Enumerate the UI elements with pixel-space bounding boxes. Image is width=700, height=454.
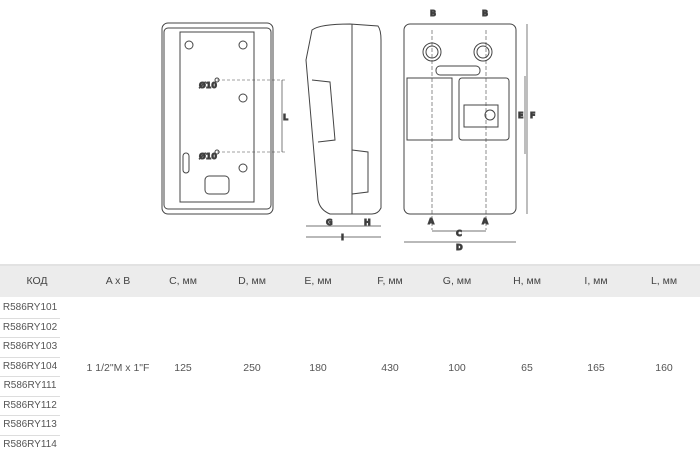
value-f: 430 (381, 362, 399, 374)
dimensions-table: КОД A x B C, мм D, мм E, мм F, мм G, мм … (0, 264, 700, 297)
value-axb: 1 1/2"M x 1"F (87, 362, 150, 374)
header-c: C, мм (169, 275, 197, 287)
code-cell: R586RY101 (0, 299, 60, 319)
code-cell: R586RY112 (0, 397, 60, 417)
header-l: L, мм (651, 275, 677, 287)
value-e: 180 (309, 362, 327, 374)
code-cell: R586RY114 (0, 436, 60, 454)
value-c: 125 (174, 362, 192, 374)
dim-label-A-left: A (428, 217, 435, 226)
header-f: F, мм (377, 275, 403, 287)
code-column: R586RY101 R586RY102 R586RY103 R586RY104 … (0, 299, 60, 454)
header-e: E, мм (304, 275, 331, 287)
dim-label-B-left: B (430, 9, 436, 18)
value-i: 165 (587, 362, 605, 374)
header-i: I, мм (584, 275, 607, 287)
back-view: Ø10 Ø10 L (162, 23, 288, 214)
dim-label-E: E (518, 111, 523, 120)
code-cell: R586RY103 (0, 338, 60, 358)
code-cell: R586RY111 (0, 377, 60, 397)
dim-label-D: D (456, 243, 463, 252)
value-h: 65 (521, 362, 533, 374)
dim-label-I: I (341, 233, 344, 242)
dim-label-G: G (326, 218, 333, 227)
dim-label-C: C (456, 229, 462, 238)
table-header: КОД A x B C, мм D, мм E, мм F, мм G, мм … (0, 264, 700, 297)
value-l: 160 (655, 362, 673, 374)
header-d: D, мм (238, 275, 266, 287)
header-h: H, мм (513, 275, 541, 287)
header-code: КОД (26, 275, 47, 287)
header-axb: A x B (106, 275, 131, 287)
dim-label-L: L (283, 113, 288, 122)
value-g: 100 (448, 362, 466, 374)
diameter-label-top: Ø10 (199, 80, 217, 90)
dim-label-H: H (364, 218, 371, 227)
dim-label-F: F (530, 111, 535, 120)
code-cell: R586RY102 (0, 319, 60, 339)
diameter-label-bottom: Ø10 (199, 151, 217, 161)
value-d: 250 (243, 362, 261, 374)
technical-drawing: Ø10 Ø10 L G H I B B A A C D E (0, 0, 700, 260)
header-g: G, мм (443, 275, 471, 287)
dim-label-B-right: B (482, 9, 488, 18)
code-cell: R586RY113 (0, 416, 60, 436)
dim-label-A-right: A (482, 217, 489, 226)
code-cell: R586RY104 (0, 358, 60, 378)
front-view: B B A A C D E F (404, 9, 535, 252)
side-view: G H I (306, 24, 381, 242)
